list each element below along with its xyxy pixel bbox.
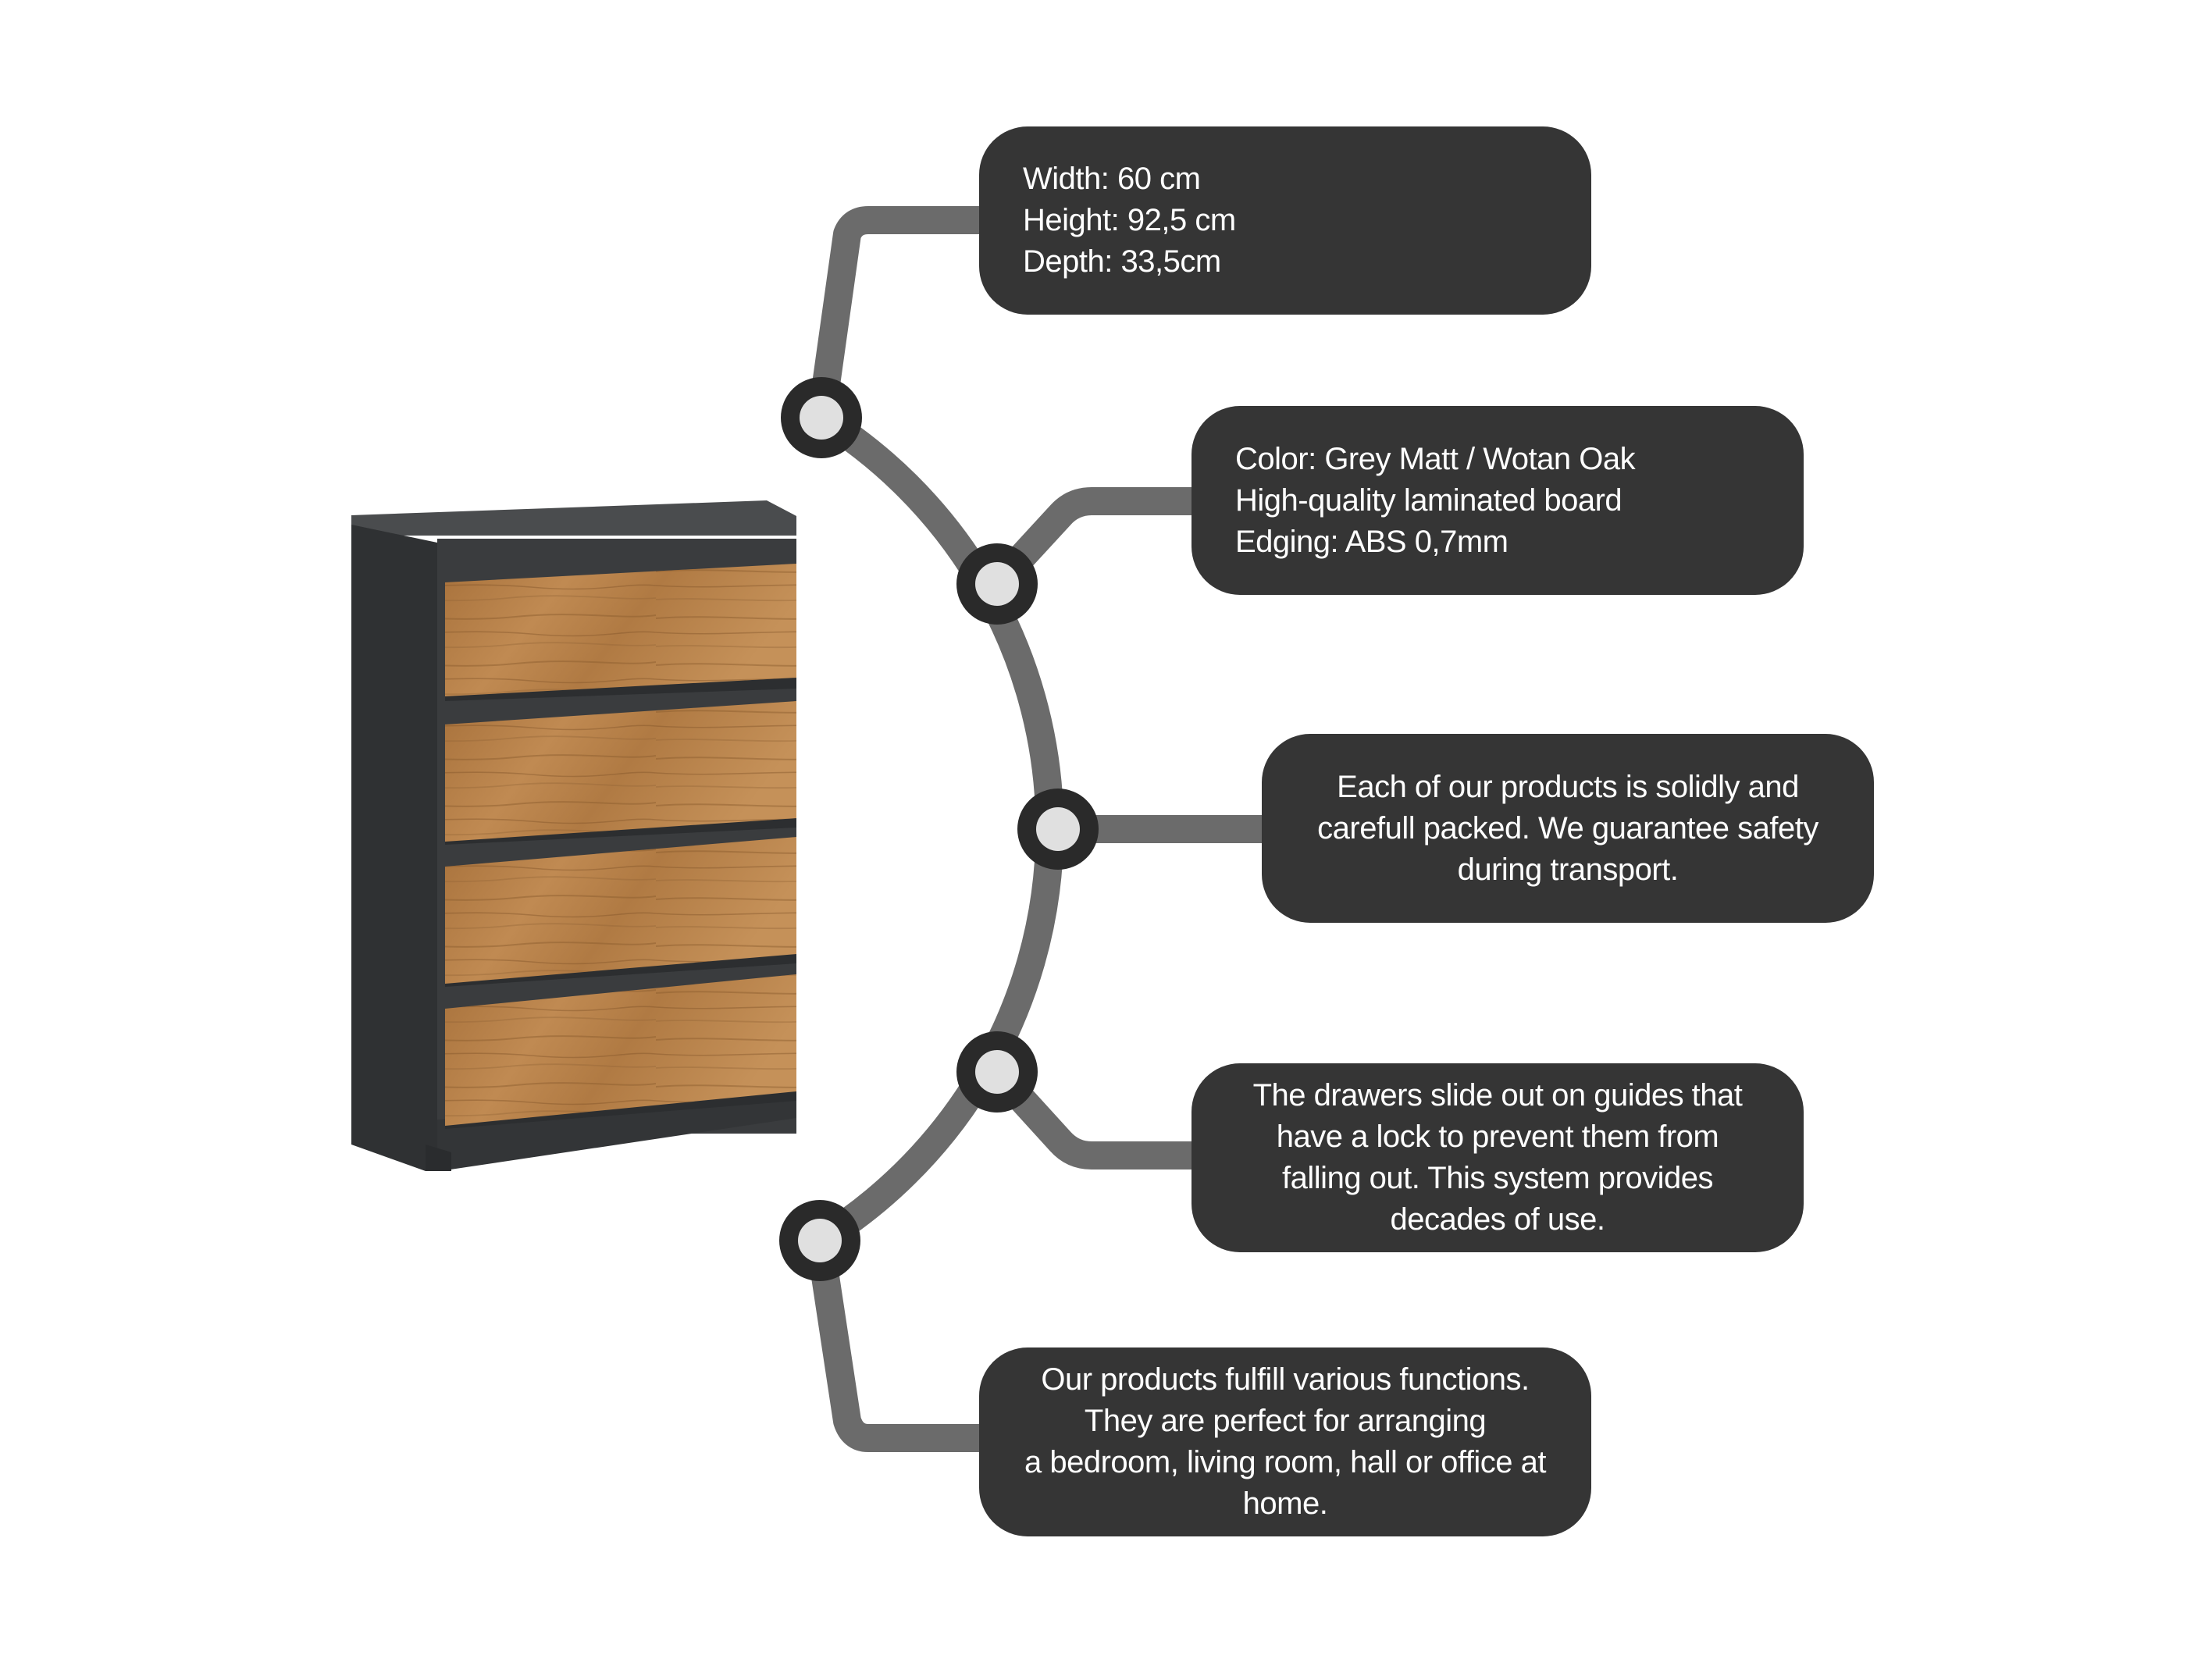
callout-line: falling out. This system provides bbox=[1282, 1161, 1713, 1195]
callout-line: The drawers slide out on guides that bbox=[1252, 1078, 1743, 1113]
callout-line: Width: 60 cm bbox=[1023, 162, 1201, 196]
connector-dimensions bbox=[807, 206, 981, 420]
connector-arc bbox=[812, 405, 1064, 1253]
drawer-3 bbox=[445, 837, 796, 987]
node-dimensions bbox=[781, 377, 862, 458]
callout-line: during transport. bbox=[1457, 852, 1679, 887]
drawer-2 bbox=[445, 701, 796, 845]
callout-line: have a lock to prevent them from bbox=[1276, 1120, 1719, 1154]
callout-line: Edging: ABS 0,7mm bbox=[1235, 524, 1509, 559]
callout-dimensions: Width: 60 cm Height: 92,5 cm Depth: 33,5… bbox=[979, 126, 1591, 315]
dresser-top bbox=[351, 500, 796, 536]
callout-line: Color: Grey Matt / Wotan Oak bbox=[1235, 441, 1636, 476]
callout-line: Each of our products is solidly and bbox=[1337, 769, 1799, 804]
node-functions bbox=[779, 1200, 860, 1281]
connector-material bbox=[986, 487, 1193, 594]
callout-line: decades of use. bbox=[1390, 1202, 1605, 1237]
callout-line: Height: 92,5 cm bbox=[1023, 203, 1236, 237]
dresser-side-panel bbox=[351, 525, 437, 1171]
drawer-1 bbox=[445, 564, 796, 701]
callout-line: They are perfect for arranging bbox=[1084, 1404, 1487, 1438]
connector-drawers bbox=[986, 1062, 1193, 1169]
dresser-illustration bbox=[351, 500, 796, 1171]
callout-line: home. bbox=[1242, 1486, 1328, 1521]
drawer-4 bbox=[445, 974, 796, 1129]
callout-material: Color: Grey Matt / Wotan Oak High-qualit… bbox=[1191, 406, 1804, 595]
node-drawers bbox=[956, 1031, 1038, 1113]
callout-packing: Each of our products is solidly and care… bbox=[1262, 734, 1874, 923]
node-material bbox=[956, 543, 1038, 625]
node-packing bbox=[1017, 789, 1099, 870]
dresser-left-foot bbox=[426, 1145, 451, 1171]
connector-functions bbox=[806, 1238, 981, 1452]
callout-drawers: The drawers slide out on guides that hav… bbox=[1191, 1063, 1804, 1252]
callout-line: a bedroom, living room, hall or office a… bbox=[1024, 1445, 1547, 1479]
connector-nodes bbox=[779, 377, 1099, 1281]
callout-line: Depth: 33,5cm bbox=[1023, 244, 1221, 279]
callout-functions: Our products fulfill various functions. … bbox=[979, 1347, 1591, 1536]
callout-line: carefull packed. We guarantee safety bbox=[1317, 810, 1818, 846]
callout-line: High-quality laminated board bbox=[1235, 482, 1622, 518]
callout-line: Our products fulfill various functions. bbox=[1041, 1362, 1530, 1397]
